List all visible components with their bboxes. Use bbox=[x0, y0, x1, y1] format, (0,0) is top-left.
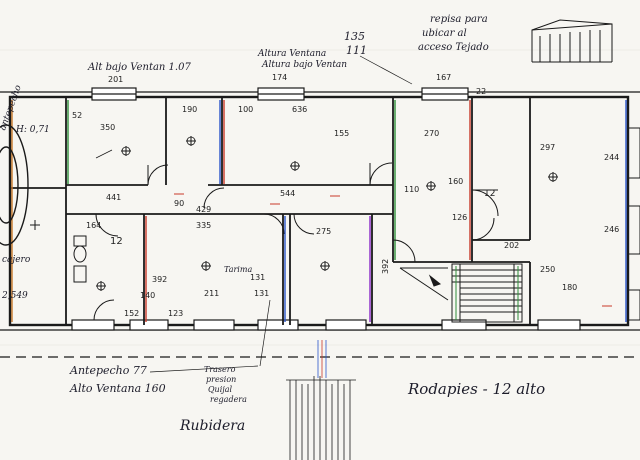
bottom-windows bbox=[71, 319, 581, 331]
door-swings bbox=[93, 162, 499, 321]
dim-123: 123 bbox=[168, 309, 183, 318]
grid-lines bbox=[0, 49, 640, 346]
dimension-labels: 201 174 167 22 350 190 636 155 270 297 5… bbox=[72, 73, 619, 318]
note-top-left: Alt bajo Ventan 1.07 bbox=[87, 62, 191, 73]
note-bottom-2: Alto Ventana 160 bbox=[69, 382, 166, 395]
dim-250: 250 bbox=[540, 265, 555, 274]
note-center-1: 131 bbox=[250, 273, 265, 282]
dim-275: 275 bbox=[316, 227, 331, 236]
dim-244: 244 bbox=[604, 153, 619, 162]
top-windows bbox=[91, 87, 469, 101]
dim-636: 636 bbox=[292, 105, 307, 114]
house-sketch bbox=[531, 19, 613, 63]
note-center-0: Tarima bbox=[224, 265, 252, 274]
dim-201: 201 bbox=[108, 75, 123, 84]
dim-429: 429 bbox=[196, 205, 211, 214]
light-markers bbox=[30, 136, 558, 291]
note-top-right-2: ubicar al bbox=[422, 28, 467, 39]
round-fixture bbox=[0, 124, 29, 246]
dim-180: 180 bbox=[562, 283, 577, 292]
dim-335: 335 bbox=[196, 221, 211, 230]
right-column bbox=[627, 127, 640, 321]
note-left-3: cajero bbox=[2, 255, 31, 265]
leader-lines bbox=[95, 55, 413, 373]
dim-110: 110 bbox=[404, 185, 419, 194]
note-left-2: H: 0,71 bbox=[15, 125, 50, 135]
pipe-colour bbox=[317, 340, 327, 378]
note-top-center-num2: 111 bbox=[346, 44, 367, 57]
dim-52: 52 bbox=[72, 111, 82, 120]
dim-544: 544 bbox=[280, 189, 295, 198]
note-bottom-3: Rodapies - 12 alto bbox=[407, 380, 545, 398]
dim-270: 270 bbox=[424, 129, 439, 138]
note-top-right-1: repisa para bbox=[430, 14, 488, 25]
dim-22: 22 bbox=[476, 87, 486, 96]
dim-131: 131 bbox=[254, 289, 269, 298]
dim-202: 202 bbox=[504, 241, 519, 250]
dim-155: 155 bbox=[334, 129, 349, 138]
note-bottom-1: Antepecho 77 bbox=[69, 364, 147, 377]
dim-297: 297 bbox=[540, 143, 555, 152]
note-left-4: 2,549 bbox=[1, 291, 28, 301]
dim-126: 126 bbox=[452, 213, 467, 222]
colour-strokes bbox=[11, 100, 627, 322]
dim-100: 100 bbox=[238, 105, 253, 114]
note-top-center-num: 135 bbox=[344, 30, 365, 43]
note-top-center-1: Altura Ventana bbox=[257, 49, 326, 59]
dim-211: 211 bbox=[204, 289, 219, 298]
dim-164: 164 bbox=[86, 221, 101, 230]
dim-174: 174 bbox=[272, 73, 287, 82]
pipe-bundle bbox=[286, 376, 356, 460]
dim-350: 350 bbox=[100, 123, 115, 132]
toilet-fixture bbox=[73, 235, 87, 283]
red-ticks bbox=[174, 193, 612, 307]
note-top-center-2: Altura bajo Ventan bbox=[261, 60, 347, 70]
staircase bbox=[399, 263, 523, 323]
dim-167: 167 bbox=[436, 73, 451, 82]
dim-441: 441 bbox=[106, 193, 121, 202]
dim-246: 246 bbox=[604, 225, 619, 234]
dim-392a: 392 bbox=[152, 275, 167, 284]
light-circles bbox=[96, 136, 558, 291]
note-stack-3: regadera bbox=[210, 395, 247, 404]
stair-colour bbox=[455, 266, 519, 320]
dim-152: 152 bbox=[124, 309, 139, 318]
note-stack-1: presion bbox=[206, 375, 236, 384]
dim-140: 140 bbox=[140, 291, 155, 300]
note-bottom-4: Rubidera bbox=[179, 418, 245, 434]
interior-walls bbox=[10, 97, 531, 325]
dim-12b: 12 bbox=[484, 189, 495, 199]
dim-190: 190 bbox=[182, 105, 197, 114]
dim-160: 160 bbox=[448, 177, 463, 186]
dim-12a: 12 bbox=[110, 236, 123, 247]
dim-392b: 392 bbox=[381, 259, 390, 274]
note-stack-2: Quijal bbox=[208, 385, 233, 394]
note-top-right-3: acceso Tejado bbox=[418, 42, 489, 53]
note-stack-0: Trasero bbox=[204, 365, 236, 374]
dim-90: 90 bbox=[174, 199, 184, 208]
